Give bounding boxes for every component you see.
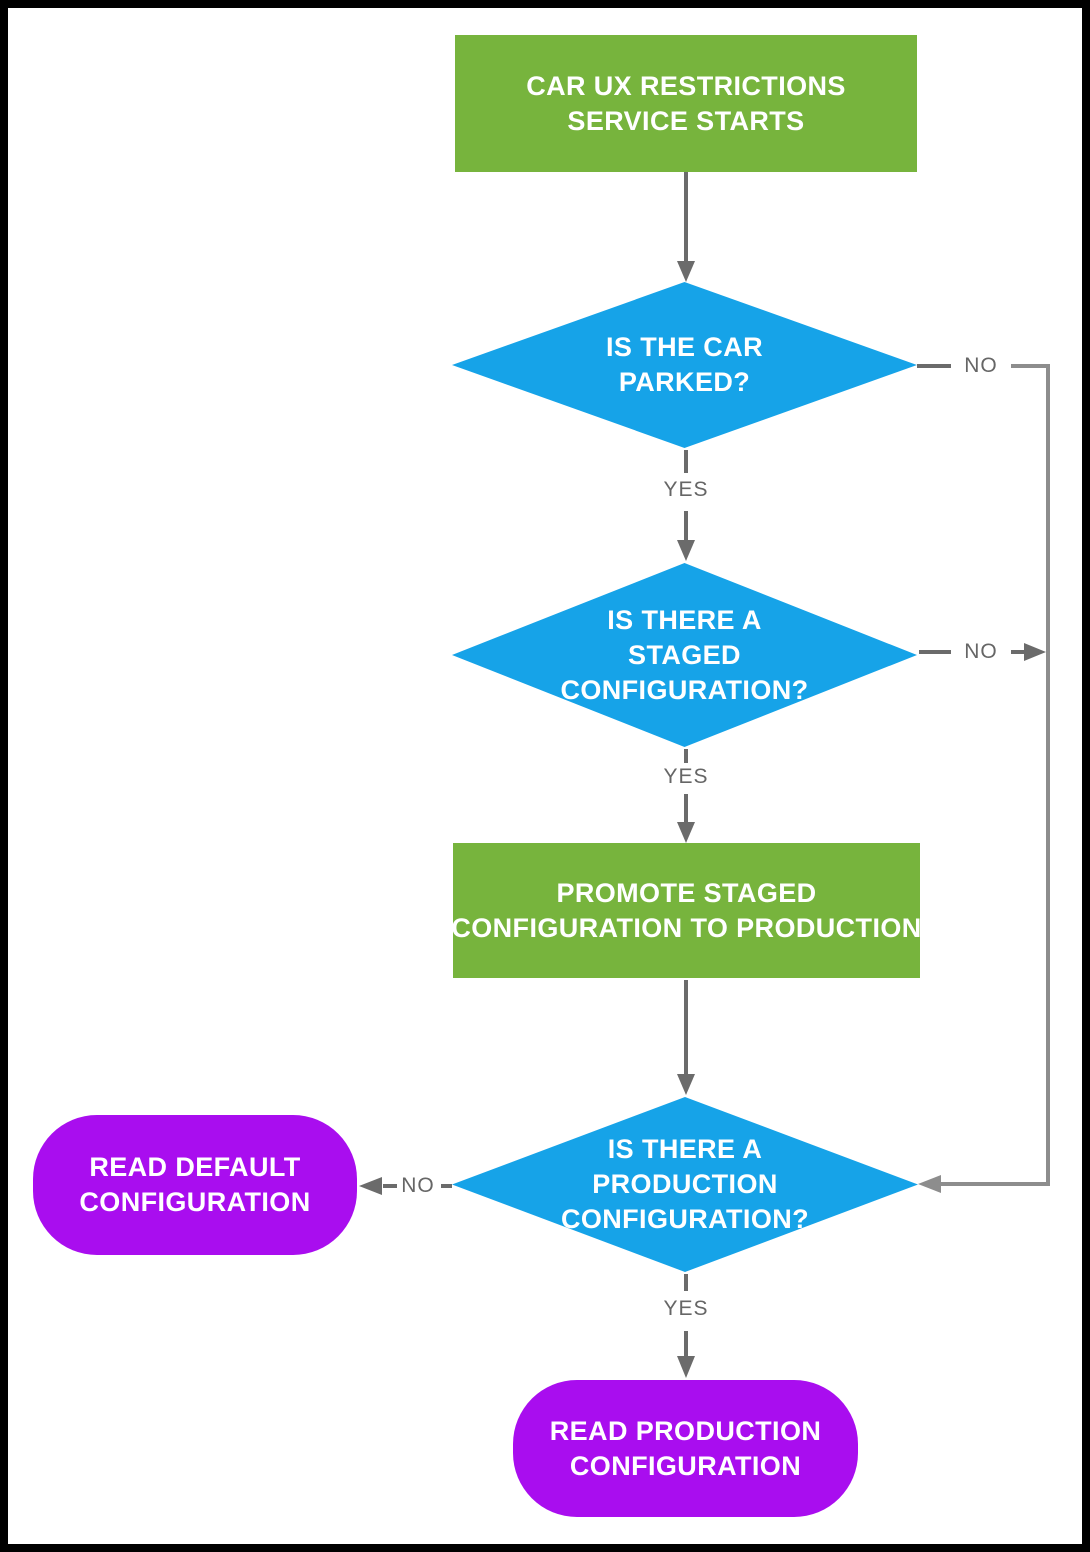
terminal-read-production: READ PRODUCTION CONFIGURATION xyxy=(513,1380,858,1517)
edge-label-parked-yes: YES xyxy=(661,478,711,502)
edge-label-production-yes: YES xyxy=(661,1297,711,1321)
terminal-label: READ PRODUCTION xyxy=(549,1415,822,1446)
connector-staged-no xyxy=(919,643,1046,661)
terminal-label: CONFIGURATION xyxy=(79,1187,311,1217)
start-node-label: CAR UX RESTRICTIONS xyxy=(526,70,846,101)
connector-start-to-parked xyxy=(677,172,695,282)
decision-label: CONFIGURATION? xyxy=(560,1204,810,1234)
start-node: CAR UX RESTRICTIONS SERVICE STARTS xyxy=(455,35,917,172)
decision-label: PARKED? xyxy=(618,367,751,397)
decision-label: CONFIGURATION? xyxy=(560,674,809,705)
edge-label-staged-no: NO xyxy=(962,640,1000,664)
process-label: CONFIGURATION TO PRODUCTION xyxy=(451,912,922,943)
connector-no-drop xyxy=(918,364,1050,1193)
decision-label: PRODUCTION xyxy=(592,1169,778,1199)
connector-production-yes xyxy=(677,1274,695,1378)
terminal-label: CONFIGURATION xyxy=(569,1450,802,1481)
start-node-label: SERVICE STARTS xyxy=(567,105,805,136)
connector-production-no xyxy=(359,1177,452,1195)
decision-label: IS THERE A xyxy=(607,1134,763,1164)
decision-label: IS THE CAR xyxy=(605,332,763,362)
decision-label: STAGED xyxy=(628,639,741,670)
connector-staged-yes xyxy=(677,749,695,843)
decision-label: IS THERE A xyxy=(607,604,762,635)
connector-parked-yes xyxy=(677,450,695,561)
terminal-read-default: READ DEFAULT CONFIGURATION xyxy=(33,1115,357,1255)
connector-promote-to-production xyxy=(677,980,695,1095)
process-label: PROMOTE STAGED xyxy=(556,877,817,908)
edge-label-parked-no: NO xyxy=(962,354,1000,378)
process-promote-staged: PROMOTE STAGED CONFIGURATION TO PRODUCTI… xyxy=(451,843,922,978)
edge-label-production-no: NO xyxy=(399,1174,437,1198)
edge-label-staged-yes: YES xyxy=(661,765,711,789)
terminal-label: READ DEFAULT xyxy=(89,1152,301,1182)
